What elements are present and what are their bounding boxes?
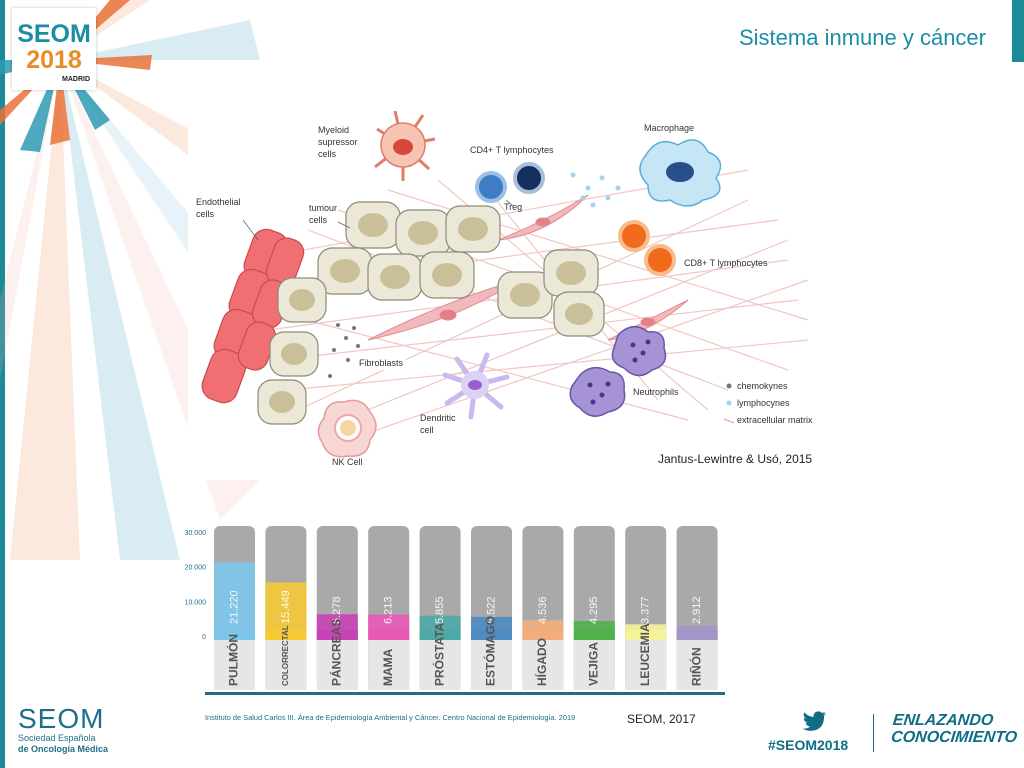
footer-slogan: ENLAZANDO CONOCIMIENTO [890,712,1020,746]
bar-value-label: 6.213 [383,596,395,624]
bar-fill [265,582,307,636]
category-label: VEJIGA [586,642,600,686]
left-accent-bar [0,0,5,768]
footer-subtitle-line2: de Oncología Médica [18,744,109,754]
bar-band [676,630,718,640]
bar-value-label: 4.536 [537,596,549,624]
bar-label-base [265,640,307,690]
bar-band [625,630,667,640]
page-title: Sistema inmune y cáncer [739,25,986,50]
bar-fill [214,562,255,636]
bar-value-label: 21.220 [228,590,240,624]
bar-label-base [522,640,564,690]
category-label: PRÓSTATA [431,622,446,686]
footer-subtitle-line1: Sociedad Española [18,733,96,743]
figure-citation: Jantus-Lewintre & Usó, 2015 [658,452,813,466]
bar-label-base [368,640,410,690]
y-tick-label: 20.000 [185,565,207,572]
bar-band [368,630,410,640]
bar-label-base [214,640,255,690]
legend-lymphocynes: lymphocynes [737,398,790,408]
bar-label-base [316,640,358,690]
bar-value-label: 3.377 [640,596,652,624]
chart-source-note: Instituto de Salud Carlos III. Área de E… [205,713,575,722]
y-tick-label: 30.000 [185,530,207,537]
bar-value-label: 2.912 [691,596,703,624]
bar-band [214,630,255,640]
hashtag-seom2018[interactable]: #SEOM2018 [768,737,849,753]
legend-extracellular-matrix: extracellular matrix [737,415,813,425]
category-label: ESTÓMAGO [483,616,498,686]
slogan-line1: ENLAZANDO [892,712,995,729]
bar-value-label: 5.522 [485,596,497,624]
bar-band [522,630,564,640]
bar-value-label: 15.449 [280,590,292,624]
category-label: LEUCEMIA [638,623,652,686]
bar-label-base [419,640,461,690]
bar-label-base [625,640,667,690]
logo-year-text: 2018 [26,46,82,74]
category-label: PULMÓN [226,634,241,686]
label-nk-cell: NK Cell [332,457,363,467]
bar-band [419,630,461,640]
label-cd8-lymphocytes: CD8+ T lymphocytes [684,258,768,268]
footer-seom-logo: SEOM [18,703,105,734]
logo-city-text: MADRID [62,76,90,83]
logo-seom-text: SEOM [17,20,91,48]
category-label: COLORRECTAL [281,625,290,686]
bar-label-base [676,640,718,690]
label-treg: Treg [504,202,523,212]
seom-2018-logo: SEOM 2018 MADRID [12,8,96,90]
bar-band [265,630,307,640]
category-label: PÁNCREAS [328,619,343,686]
category-label: HÍGADO [534,638,549,686]
slogan-line2: CONOCIMIENTO [890,729,1018,746]
x-axis-line [205,692,725,695]
bar-value-label: 5.855 [434,596,446,624]
category-label: RIÑÓN [688,647,703,686]
bar-value-label: 6.278 [331,596,343,624]
footer-divider [873,714,874,752]
tumor-microenvironment-illustration [201,110,809,458]
bar-band [316,630,358,640]
chart-citation: SEOM, 2017 [627,712,696,726]
y-tick-label: 0 [202,634,206,641]
twitter-icon[interactable] [803,711,827,731]
legend-chemokynes: chemokynes [737,381,788,391]
bar-band [573,630,615,640]
bar-band [471,630,512,640]
label-cd4-lymphocytes: CD4+ T lymphocytes [470,145,554,155]
label-neutrophils: Neutrophils [633,387,679,397]
bar-value-label: 4.295 [588,596,600,624]
right-accent-bar [1012,0,1024,62]
bar-label-base [573,640,615,690]
category-label: MAMA [381,648,395,686]
label-fibroblasts: Fibroblasts [356,356,407,370]
bar-label-base [471,640,512,690]
label-macrophage: Macrophage [644,123,695,133]
footer-seom-subtitle: Sociedad Española de Oncología Médica [18,733,108,755]
y-tick-label: 10.000 [185,599,207,606]
